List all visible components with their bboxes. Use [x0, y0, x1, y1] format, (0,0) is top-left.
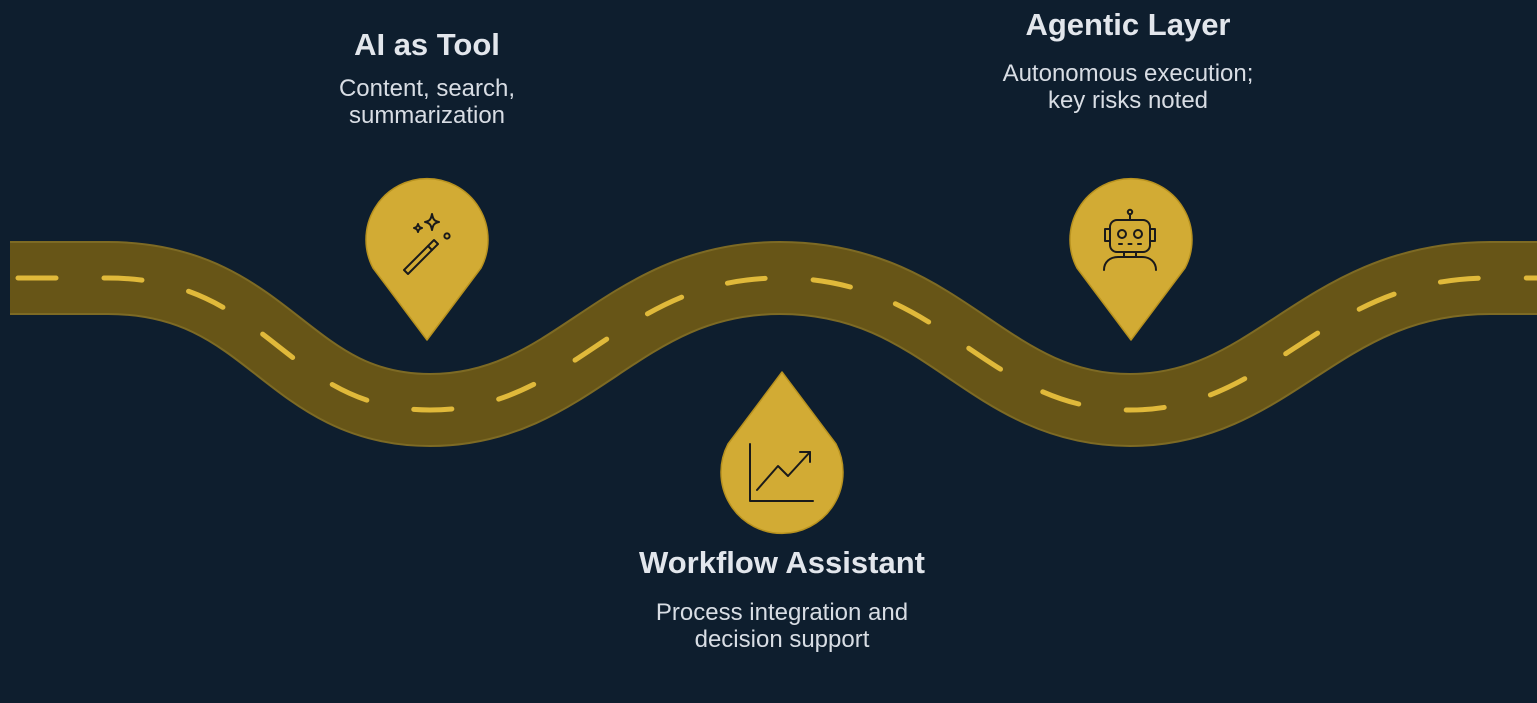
pin-marker	[365, 177, 489, 341]
milestone-description: Process integration and decision support	[655, 599, 909, 653]
trending-up-chart-icon	[749, 443, 814, 502]
pin-marker	[720, 371, 844, 535]
robot-icon	[1103, 208, 1157, 271]
milestone-title: AI as Tool	[354, 27, 500, 62]
magic-wand-icon	[403, 213, 451, 275]
road	[10, 242, 1537, 446]
milestone-pin-workflow-assistant	[720, 371, 844, 535]
milestone-description: Content, search, summarization	[338, 75, 516, 129]
milestone-title: Agentic Layer	[1025, 7, 1231, 42]
milestone-description: Autonomous execution; key risks noted	[1002, 60, 1254, 114]
milestone-label-agentic-layer: Agentic Layer Autonomous execution; key …	[985, 6, 1271, 114]
milestone-title: Workflow Assistant	[639, 545, 925, 580]
milestone-pin-agentic-layer	[1069, 177, 1193, 341]
milestone-pin-ai-as-tool	[365, 177, 489, 341]
milestone-label-workflow-assistant: Workflow Assistant Process integration a…	[632, 544, 932, 653]
pin-marker	[1069, 177, 1193, 341]
milestone-label-ai-as-tool: AI as Tool Content, search, summarizatio…	[302, 26, 552, 129]
